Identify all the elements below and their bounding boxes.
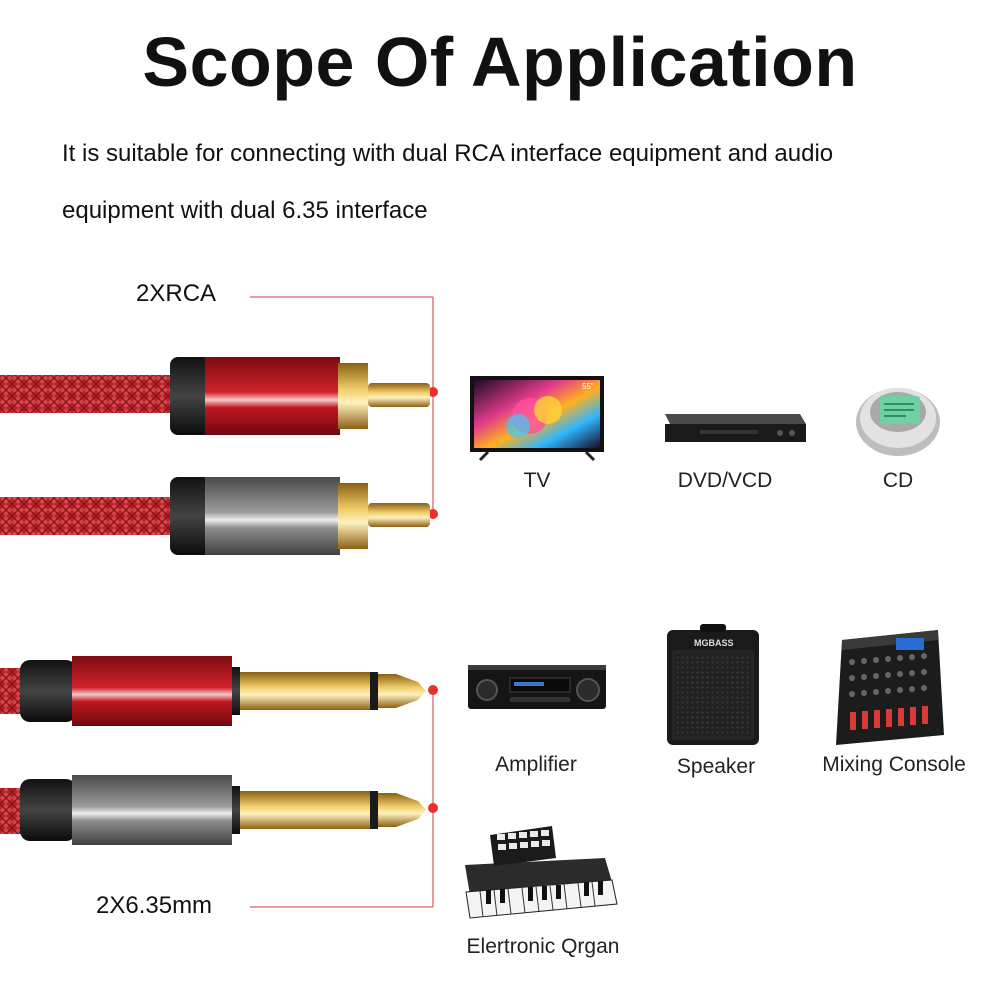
dvd-player-icon xyxy=(665,414,806,442)
electronic-organ-icon xyxy=(465,826,618,919)
mixing-console-label: Mixing Console xyxy=(822,753,966,776)
description-line-2: equipment with dual 6.35 interface xyxy=(62,197,428,224)
speaker-brand: MGBASS xyxy=(694,638,734,648)
amplifier-label: Amplifier xyxy=(495,753,577,776)
dvd-label: DVD/VCD xyxy=(677,469,773,492)
rca-plug-red xyxy=(0,357,430,435)
mixing-console-icon xyxy=(836,630,944,745)
rca-label: 2XRCA xyxy=(136,280,217,307)
page-title: Scope Of Application xyxy=(142,23,858,101)
rca-plug-gray xyxy=(0,477,430,555)
jack-leader-line xyxy=(250,685,438,908)
jack-plug-red xyxy=(0,656,426,726)
tv-screen-badge: 55" xyxy=(582,382,594,391)
cd-player-icon xyxy=(856,388,940,456)
tv-label: TV xyxy=(523,469,551,492)
tv-icon: 55" xyxy=(470,376,604,462)
speaker-icon: MGBASS xyxy=(667,624,759,745)
speaker-label: Speaker xyxy=(676,755,756,778)
amplifier-icon xyxy=(468,665,606,709)
electronic-organ-label: Elertronic Qrgan xyxy=(466,935,620,958)
jack-plug-gray xyxy=(0,775,426,845)
cd-label: CD xyxy=(882,469,914,492)
description-line-1: It is suitable for connecting with dual … xyxy=(62,140,834,167)
rca-leader-line xyxy=(250,296,438,519)
jack-label: 2X6.35mm xyxy=(96,892,213,919)
